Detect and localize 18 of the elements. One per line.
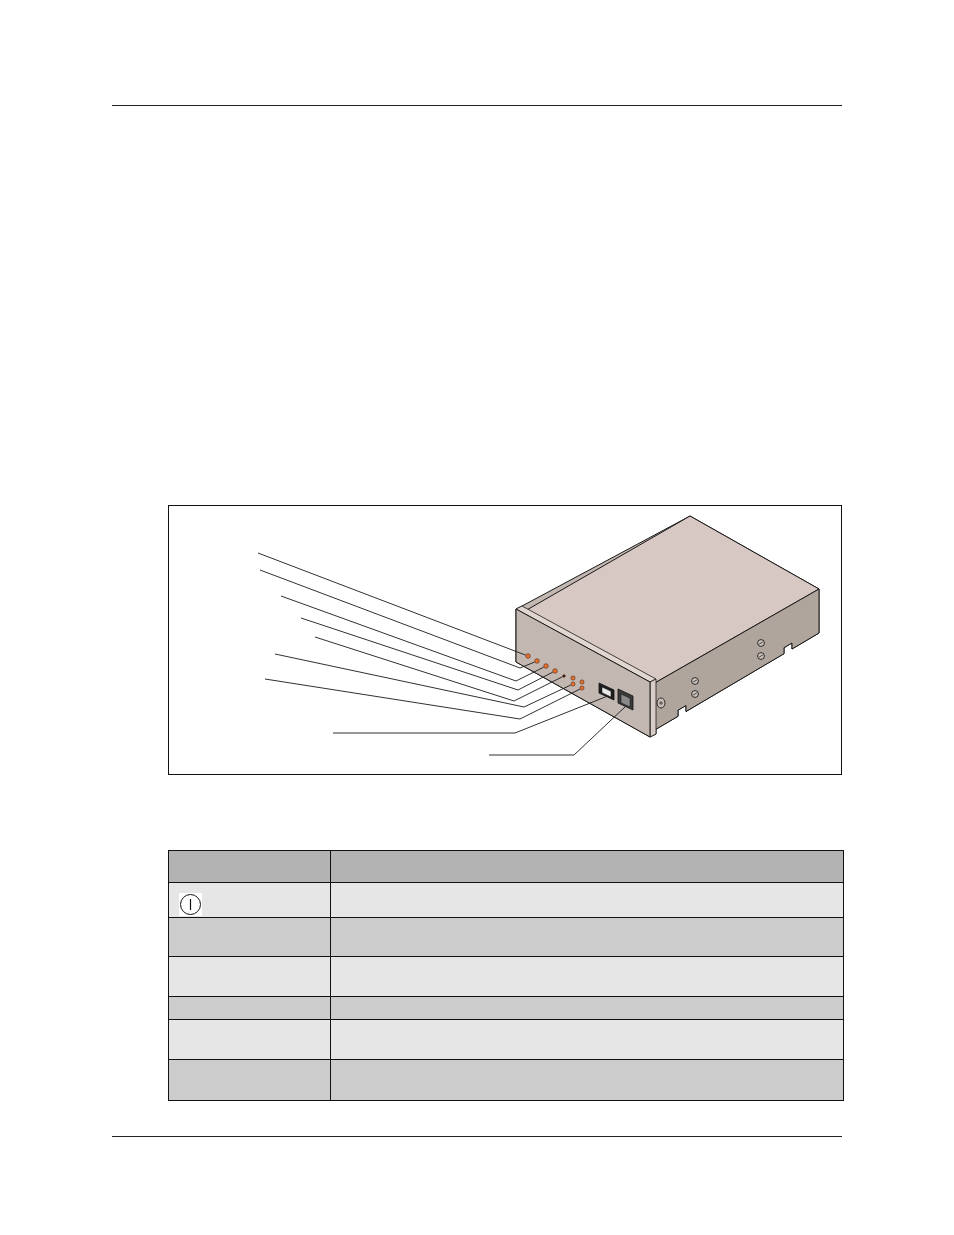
led-pair <box>579 679 585 691</box>
indicator-led <box>543 663 549 669</box>
leader-line <box>300 617 554 691</box>
leader-line <box>332 696 607 734</box>
pinhole <box>562 674 566 678</box>
led-pair <box>570 675 576 687</box>
leader-line <box>259 569 536 669</box>
leader-line <box>257 552 527 656</box>
indicator-led <box>525 653 531 659</box>
leader-line <box>264 678 581 720</box>
leader-line <box>280 595 545 682</box>
data-port <box>598 682 615 701</box>
indicator-led <box>552 668 558 674</box>
leader-line <box>314 636 564 702</box>
modular-jack <box>617 688 634 711</box>
leader-line <box>274 653 572 708</box>
indicator-led <box>534 658 540 664</box>
leader-line <box>488 706 626 756</box>
